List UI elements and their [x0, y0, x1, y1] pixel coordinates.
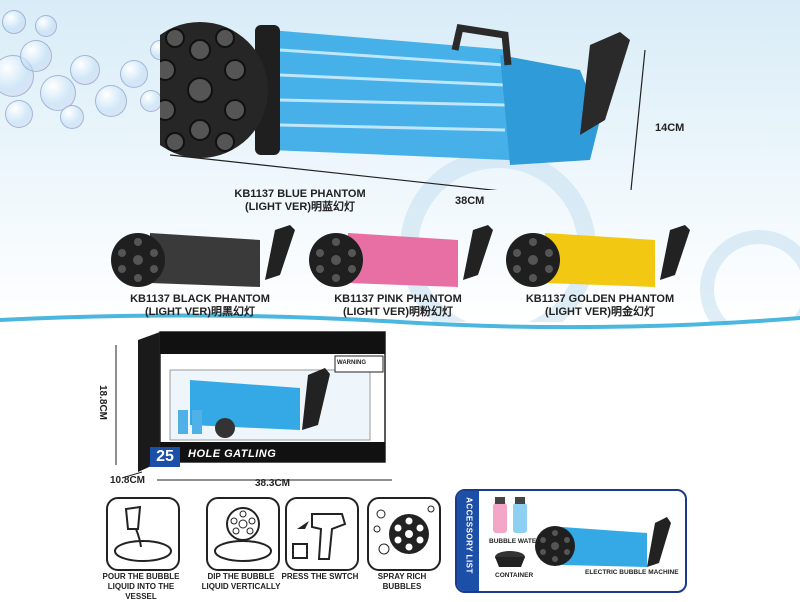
blue-phantom-label: KB1137 BLUE PHANTOM (LIGHT VER)明蓝幻灯	[225, 188, 375, 214]
step-3-label: PRESS THE SWTCH	[281, 572, 359, 581]
blue-phantom-gun-image	[160, 22, 646, 190]
dip-gun-icon	[214, 507, 272, 562]
blue-phantom-label-line1: KB1137 BLUE PHANTOM	[234, 188, 366, 200]
black-phantom-label-line1: KB1137 BLACK PHANTOM	[130, 293, 270, 305]
pink-phantom-gun-image	[309, 225, 493, 287]
accessory-container-label: CONTAINER	[495, 572, 534, 579]
step-1-box	[106, 497, 180, 571]
step-2-box	[206, 497, 280, 571]
pour-liquid-icon	[114, 505, 172, 562]
accessory-list-title: ACCESSORY LIST	[464, 497, 474, 574]
height-dimension: 14CM	[655, 122, 685, 134]
package-brand-text: HOLE GATLING	[188, 448, 277, 460]
golden-phantom-label-line2: (LIGHT VER)明金幻灯	[545, 306, 655, 318]
step-3-box	[285, 497, 359, 571]
pink-phantom-label: KB1137 PINK PHANTOM (LIGHT VER)明粉幻灯	[318, 293, 478, 319]
accessory-list-panel: ACCESSORY LIST BUBBLE WATER CONTAINER EL…	[455, 489, 687, 593]
blue-phantom-label-line2: (LIGHT VER)明蓝幻灯	[245, 201, 355, 213]
black-phantom-label-line2: (LIGHT VER)明黑幻灯	[145, 306, 255, 318]
pink-phantom-label-line2: (LIGHT VER)明粉幻灯	[343, 306, 453, 318]
package-dimension-lines	[115, 345, 392, 481]
pink-phantom-label-line1: KB1137 PINK PHANTOM	[334, 293, 462, 305]
package-width-dimension: 38.3CM	[255, 478, 291, 489]
step-4-box	[367, 497, 441, 571]
press-switch-icon	[292, 513, 347, 560]
golden-phantom-label: KB1137 GOLDEN PHANTOM (LIGHT VER)明金幻灯	[515, 293, 685, 319]
package-warning: WARNING	[337, 360, 366, 366]
package-height-dimension: 18.8CM	[97, 385, 108, 421]
package-box-image	[138, 331, 386, 472]
package-badge-25: 25	[150, 447, 180, 467]
accessory-bubble-water-label: BUBBLE WATER	[489, 538, 541, 545]
accessory-list-strip: ACCESSORY LIST	[457, 491, 479, 591]
golden-phantom-gun-image	[506, 225, 690, 287]
black-phantom-label: KB1137 BLACK PHANTOM (LIGHT VER)明黑幻灯	[120, 293, 280, 319]
spray-bubbles-icon	[373, 505, 435, 555]
wave-divider	[0, 313, 800, 330]
step-2-label: DIP THE BUBBLE LIQUID VERTICALLY	[201, 572, 281, 591]
accessory-items-image	[493, 497, 671, 567]
package-depth-dimension: 10.8CM	[110, 475, 146, 486]
length-dimension: 38CM	[455, 195, 485, 207]
golden-phantom-label-line1: KB1137 GOLDEN PHANTOM	[525, 293, 675, 305]
step-1-label: POUR THE BUBBLE LIQUID INTO THE VESSEL	[102, 572, 180, 601]
step-4-label: SPRAY RICH BUBBLES	[377, 572, 427, 591]
black-phantom-gun-image	[111, 225, 295, 287]
accessory-machine-label: ELECTRIC BUBBLE MACHINE	[585, 569, 679, 576]
